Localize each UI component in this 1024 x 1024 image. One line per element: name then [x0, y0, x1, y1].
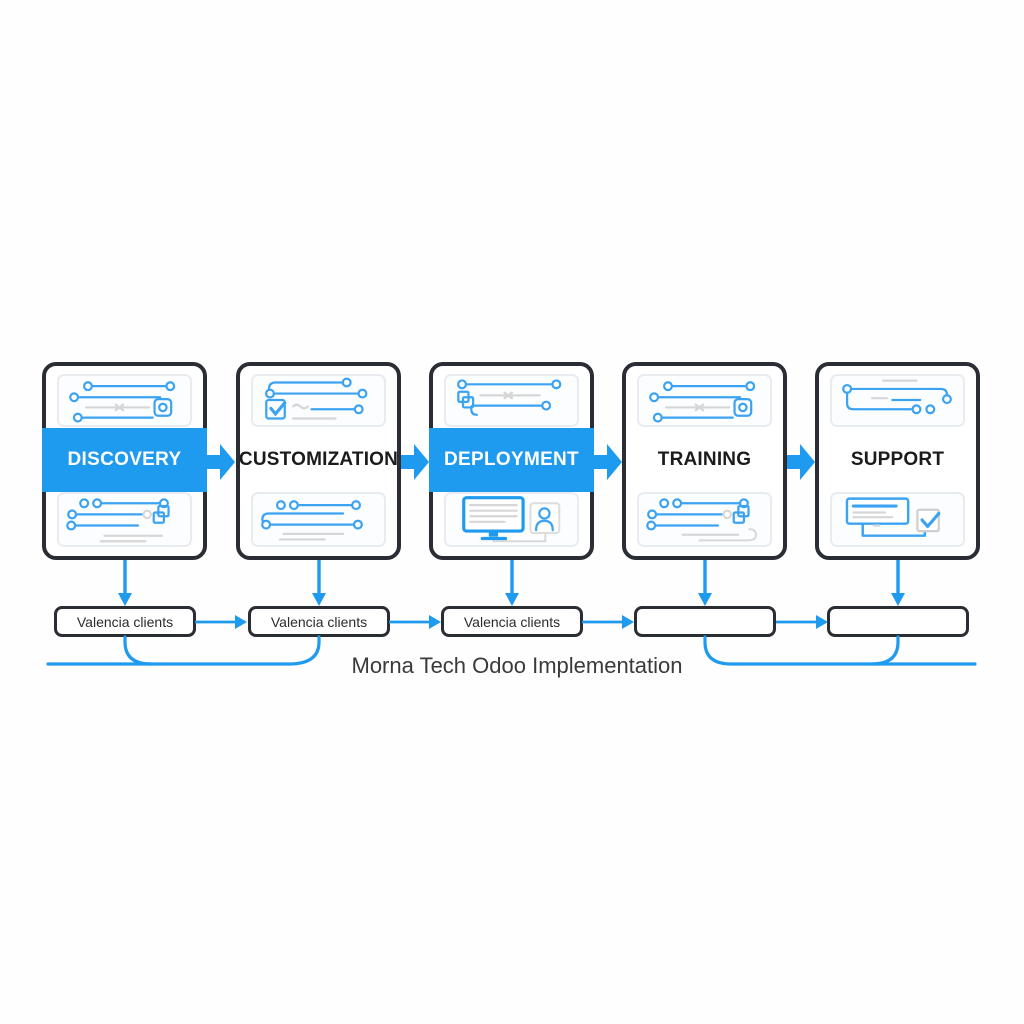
sliders-windows-curl-icon [646, 498, 757, 542]
right-arrow-icon [401, 440, 429, 484]
client-box: Valencia clients [441, 606, 583, 637]
client-box: Valencia clients [248, 606, 390, 637]
pipeline-windows-icon [457, 379, 562, 416]
stage-highlight-band: DISCOVERY [42, 428, 207, 492]
stage-bottom-illustration [444, 492, 579, 547]
right-arrow-icon [594, 440, 622, 484]
client-box [634, 606, 776, 637]
down-arrow-icon [505, 560, 519, 606]
client-box [827, 606, 969, 637]
client-box: Valencia clients [54, 606, 196, 637]
stage-bottom-illustration [637, 492, 772, 547]
sliders-windows-icon [66, 498, 170, 543]
right-arrow-icon [195, 613, 247, 631]
checklist-icon [264, 377, 368, 420]
stage-card-support: SUPPORT [815, 362, 980, 560]
stage-label: DISCOVERY [67, 449, 182, 470]
down-arrow-icon [698, 560, 712, 606]
message-checkbox-icon [845, 497, 941, 537]
diagram-title: Morna Tech Odoo Implementation [351, 653, 683, 678]
stage-label: CUSTOMIZATION [238, 449, 399, 470]
monitor-user-icon [462, 496, 561, 543]
sliders-app-icon [649, 381, 756, 423]
down-arrow-icon [118, 560, 132, 606]
stage-card-discovery: DISCOVERY [42, 362, 207, 560]
stage-top-illustration [444, 374, 579, 427]
right-arrow-icon [582, 613, 634, 631]
chat-thread-icon [842, 379, 952, 415]
stage-bottom-illustration [251, 492, 386, 547]
stage-label: SUPPORT [850, 449, 945, 470]
stage-bottom-illustration [830, 492, 965, 547]
stage-top-illustration [251, 374, 386, 427]
down-arrow-icon [312, 560, 326, 606]
stage-label: DEPLOYMENT [444, 449, 579, 470]
stage-top-illustration [830, 374, 965, 427]
right-arrow-icon [389, 613, 441, 631]
stage-bottom-illustration [57, 492, 192, 547]
right-arrow-icon [776, 613, 828, 631]
stage-highlight-band: DEPLOYMENT [429, 428, 594, 492]
stage-top-illustration [637, 374, 772, 427]
right-arrow-icon [207, 440, 235, 484]
stage-card-deployment: DEPLOYMENT [429, 362, 594, 560]
stage-card-training: TRAINING [622, 362, 787, 560]
stage-card-customization: CUSTOMIZATION [236, 362, 401, 560]
sliders-curl-icon [261, 500, 363, 541]
stage-label: TRAINING [657, 449, 752, 470]
sliders-app-icon [69, 381, 176, 423]
stage-top-illustration [57, 374, 192, 427]
right-arrow-icon [787, 440, 815, 484]
down-arrow-icon [891, 560, 905, 606]
